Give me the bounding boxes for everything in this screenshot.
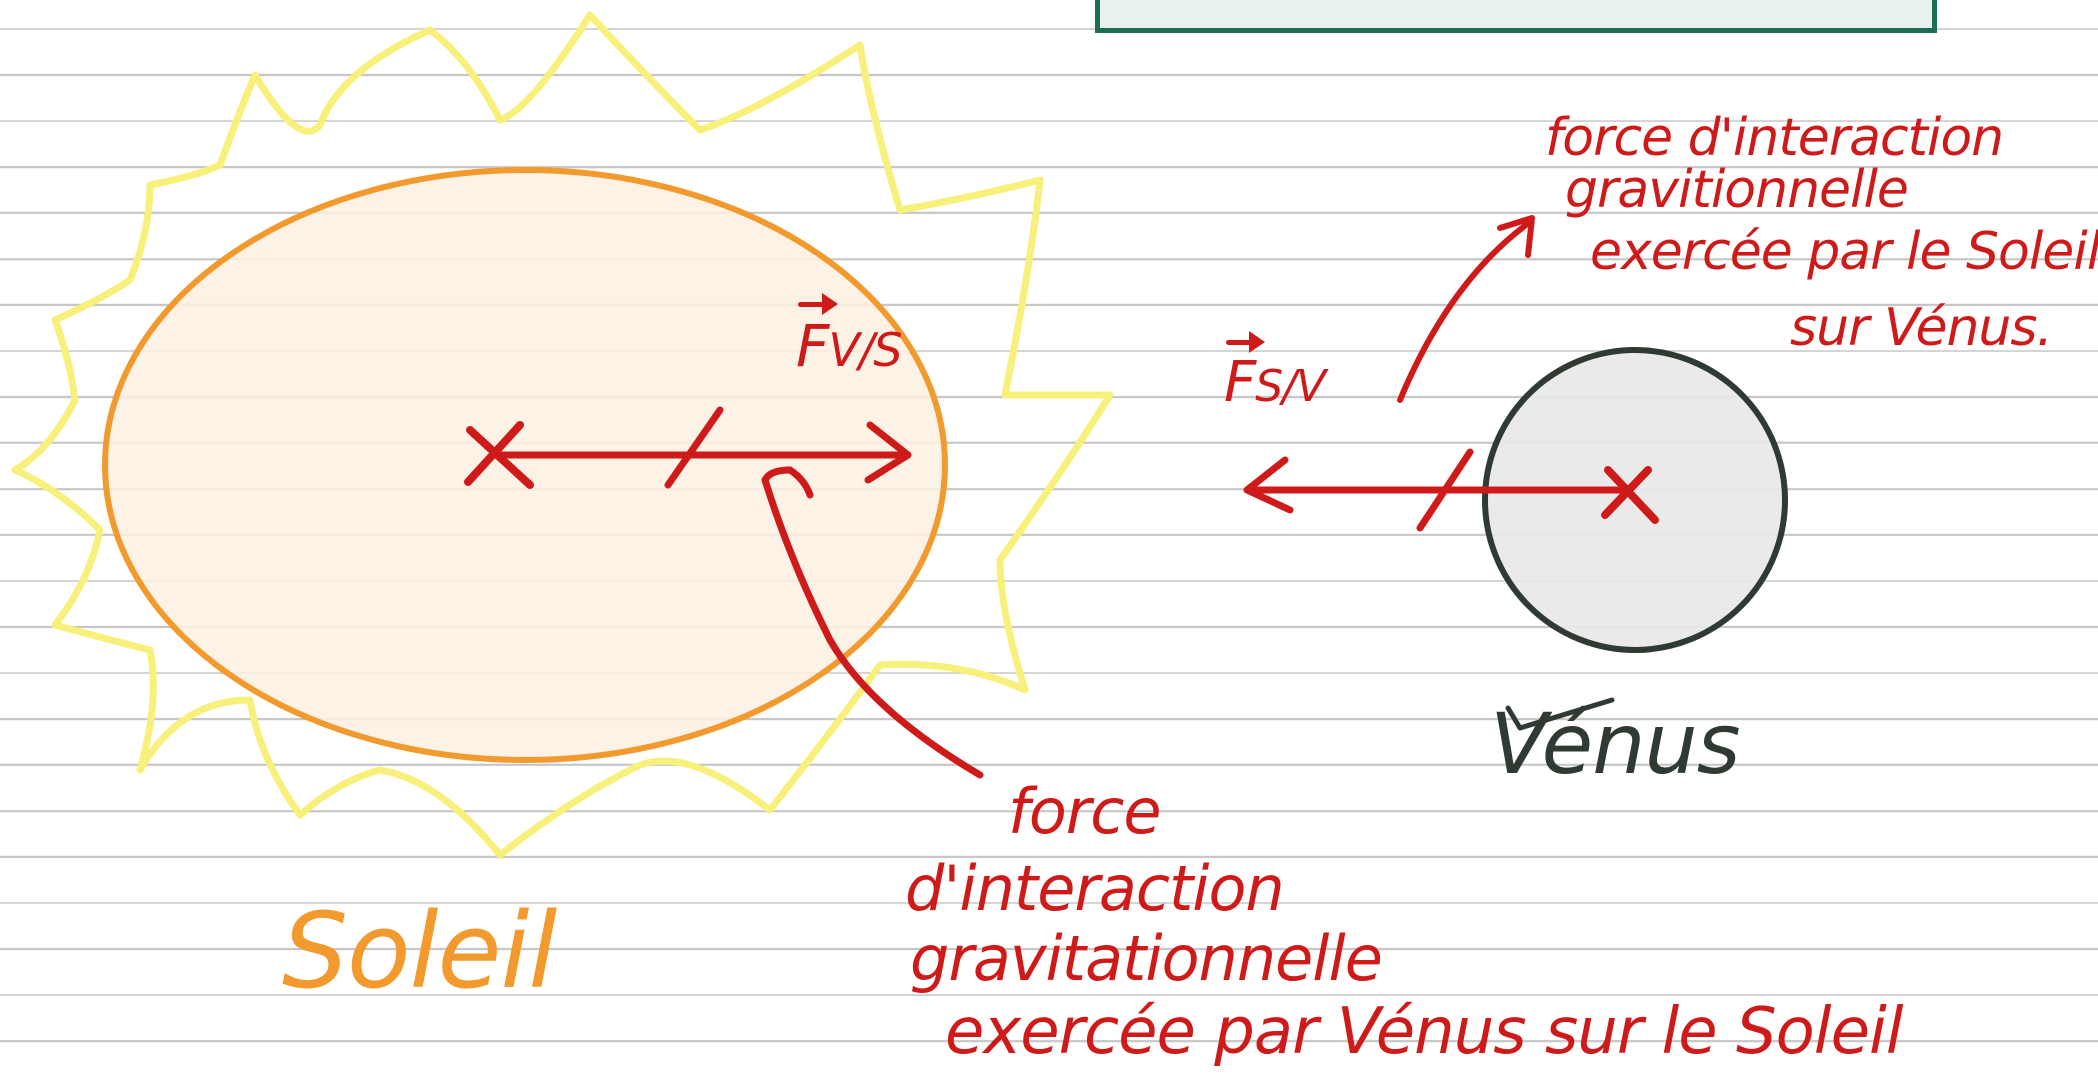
vector-fsv-arrow — [1243, 448, 1624, 532]
note-bottom-line-3: gravitationnelle — [910, 922, 1383, 995]
note-top-right-line-1: force d'interaction — [1545, 108, 2004, 168]
sun-rays — [11, 11, 1114, 859]
vector-fvs-label: FV/S — [796, 293, 903, 380]
venus-center-mark — [1601, 466, 1659, 524]
venus-label: Vénus — [1490, 695, 1740, 793]
note-top-right-line-4: sur Vénus. — [1790, 298, 2053, 358]
venus-label-mark — [1505, 697, 1615, 731]
note-bottom-line-2: d'interaction — [905, 852, 1285, 925]
vector-fsv-subscript: S/V — [1255, 361, 1326, 412]
pointer-top-right — [1397, 215, 1535, 403]
note-bottom-line-1: force — [1008, 775, 1161, 848]
note-bottom-line-4: exercée par Vénus sur le Soleil — [945, 995, 1903, 1069]
note-top-right-line-2: gravitionnelle — [1565, 160, 1909, 220]
note-top-right-line-3: exercée par le Soleil — [1590, 222, 2098, 282]
sun-body — [102, 167, 948, 763]
pointer-bottom — [761, 466, 984, 779]
sun-label: Soleil — [282, 890, 557, 1012]
vector-fsv-label: FS/V — [1224, 331, 1326, 415]
embedded-frame-edge — [1095, 0, 1937, 33]
vector-fvs-arrow — [491, 406, 912, 489]
vector-fvs-subscript: V/S — [828, 323, 902, 377]
vector-fsv-symbol: F — [1224, 331, 1266, 415]
vector-fvs-symbol: F — [796, 293, 839, 380]
